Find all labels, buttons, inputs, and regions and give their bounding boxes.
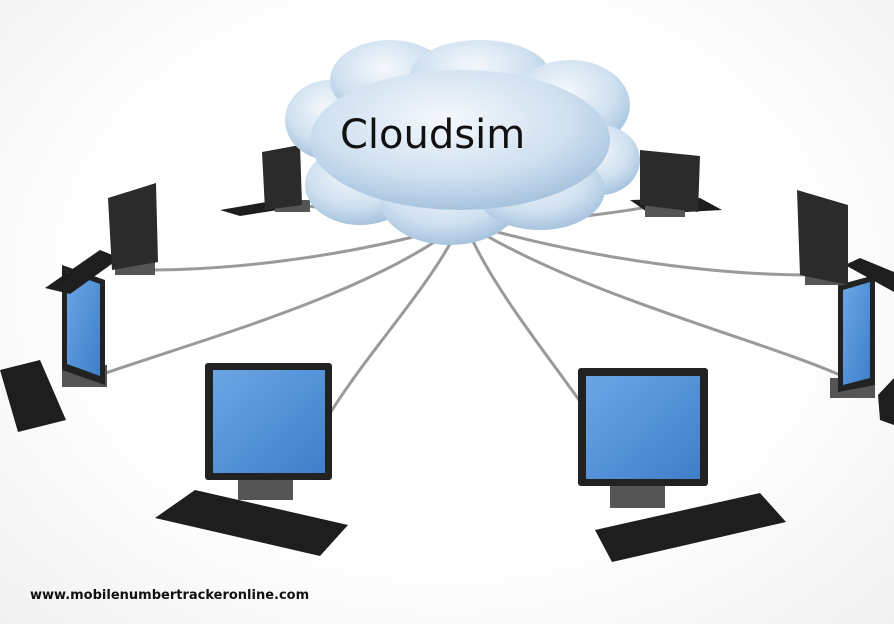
computer-front-left [155,363,348,556]
cables [99,203,841,431]
computer-mid-left [0,265,107,432]
computer-back-right [630,150,722,217]
computer-far-right [797,190,894,292]
cloud-label: Cloudsim [340,112,526,158]
computer-front-right [578,368,786,562]
computer-back-left [45,183,158,294]
watermark-url: www.mobilenumbertrackeronline.com [30,588,310,603]
computer-back-left-2 [220,145,310,216]
computer-mid-right [830,275,894,425]
cloud-icon [285,40,640,245]
